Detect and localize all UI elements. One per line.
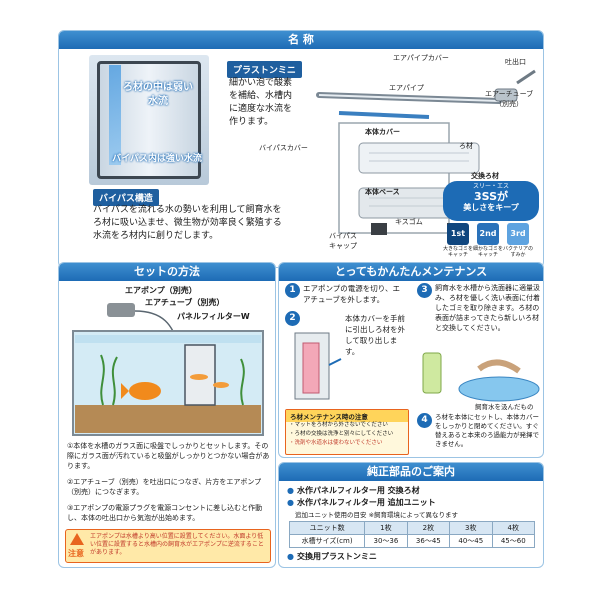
- aquarium-illustration: [72, 303, 264, 436]
- flow-arrows: [109, 65, 121, 165]
- callout-air-tube: エアーチューブ: [485, 90, 534, 98]
- setup-panel-filter-label: パネルフィルターW: [177, 312, 250, 321]
- maint-step-3: 飼育水を水槽から洗面器に適量汲み、ろ材を優しく洗い表面に付着したゴミを取り除きま…: [435, 284, 540, 332]
- sss-badge: スリー・エス 3SSが 美しさをキープ: [443, 181, 539, 221]
- parts-note: 追加ユニット使用の目安 ※飼育環境によって異なります: [295, 511, 458, 519]
- small-fish-icon: [190, 374, 208, 380]
- callout-air-pipe-cover: エアパイプカバー: [393, 54, 449, 62]
- maint-warning-title: ろ材メンテナンス時の注意: [286, 410, 408, 422]
- air-pump-icon: [107, 303, 135, 317]
- maintenance-title: とってもかんたんメンテナンス: [279, 263, 543, 281]
- parts-section: 純正部品のご案内 水作パネルフィルター用 交換ろ材 水作パネルフィルター用 追加…: [278, 462, 544, 568]
- table-cell: 4枚: [491, 521, 535, 535]
- basin-icon: [458, 376, 540, 402]
- callout-bypass-cap: バイパスキャップ: [329, 232, 357, 250]
- caution-text: エアポンプは水槽より高い位置に設置してください。水面より低い位置に設置すると水槽…: [90, 533, 264, 556]
- sss-cap-1: 大きなゴミをキャッチ: [442, 246, 473, 258]
- callout-replace-media: 交換ろ材: [471, 172, 499, 180]
- setup-air-pump-label: エアポンプ（別売）: [125, 286, 197, 295]
- name-section-title: 名 称: [59, 31, 543, 49]
- maintenance-section: とってもかんたんメンテナンス 1 エアポンプの電源を切り、エアチューブを外します…: [278, 262, 544, 458]
- parts-table: ユニット数 1枚 2枚 3枚 4枚 水槽サイズ(cm) 30〜36 36〜45 …: [288, 521, 535, 548]
- filter-removal-illustration: [294, 332, 342, 400]
- parts-item-2: 水作パネルフィルター用 追加ユニット: [287, 497, 436, 508]
- parts-table-head: ユニット数 1枚 2枚 3枚 4枚: [288, 521, 535, 535]
- washing-illustration: [422, 352, 540, 402]
- flow-label-strong: バイパス内は強い水流: [112, 154, 202, 164]
- gravel-icon: [75, 405, 261, 433]
- sss-title: 3SSが: [473, 190, 508, 203]
- setup-step-2: ②エアチューブ（別売）を吐出口につなぎ、片方をエアポンプ（別売）につなぎます。: [67, 478, 262, 496]
- maint-step-4: ろ材を本体にセットし、本体カバーをしっかりと閉めてください。すぐ替えあると本来の…: [435, 413, 539, 448]
- bottle-icon: [422, 352, 442, 394]
- bypass-text: バイパスを流れる水の勢いを利用して飼育水をろ材に吸い込ませ、微生物が効率良く繁殖…: [93, 205, 282, 241]
- callout-body-cover: 本体カバー: [365, 128, 400, 136]
- caution-box: 注意 エアポンプは水槽より高い位置に設置してください。水面より低い位置に設置する…: [65, 529, 271, 563]
- air-pipe-icon: [316, 92, 502, 119]
- table-cell: 45〜60: [491, 534, 535, 548]
- flow-label-weak: ろ材の中は弱い水流: [123, 82, 193, 107]
- maint-step-4-number: 4: [417, 413, 432, 428]
- sss-step-3: 3rd: [507, 223, 529, 245]
- caution-label: 注意: [68, 549, 84, 558]
- maint-warning-box: ろ材メンテナンス時の注意 ・マットをろ材から外さないでください ・ろ材の交換は洗…: [285, 409, 409, 455]
- parts-item-3: 交換用プラストンミニ: [287, 551, 377, 562]
- maint-step-1-number: 1: [285, 283, 300, 298]
- table-cell: 水槽サイズ(cm): [288, 534, 366, 548]
- maint-warning-line-2: ・ろ材の交換は洗浄と別々にしてください: [289, 431, 394, 437]
- plast-title: プラストンミニ: [227, 61, 302, 78]
- name-section: 名 称 ろ材の中は弱い水流 バイパス内は強い水流 バイパス構造 バイパスを流れる…: [58, 30, 544, 268]
- maint-warning-line-1: ・マットをろ材から外さないでください: [289, 422, 388, 428]
- parts-title: 純正部品のご案内: [279, 463, 543, 481]
- table-cell: 30〜36: [364, 534, 408, 548]
- bucket-label: 飼育水を汲んだもの: [475, 403, 534, 411]
- callout-air-tube-note: （別売）: [495, 100, 523, 108]
- table-cell: 1枚: [364, 521, 408, 535]
- caution-icon: [70, 533, 84, 545]
- setup-title: セットの方法: [59, 263, 275, 281]
- maint-step-2-number: 2: [285, 311, 300, 326]
- sss-small: スリー・エス: [472, 183, 509, 190]
- maint-step-1: エアポンプの電源を切り、エアチューブを外します。: [303, 284, 400, 304]
- table-cell: 40〜45: [449, 534, 493, 548]
- table-cell: ユニット数: [288, 521, 366, 535]
- bypass-photo: ろ材の中は弱い水流 バイパス内は強い水流: [89, 55, 209, 185]
- maint-step-3-number: 3: [417, 283, 432, 298]
- sss-step-1: 1st: [447, 223, 469, 245]
- parts-table-row: 水槽サイズ(cm) 30〜36 36〜45 40〜45 45〜60: [288, 534, 535, 548]
- setup-air-tube-label: エアチューブ（別売）: [145, 298, 225, 307]
- sss-subtitle: 美しさをキープ: [463, 203, 519, 212]
- bypass-title: バイパス構造: [93, 189, 159, 206]
- callout-filter-media: ろ材: [459, 142, 473, 150]
- callout-air-pipe: エアパイプ: [389, 84, 424, 92]
- sss-cap-2: 細かなゴミをキャッチ: [472, 246, 503, 258]
- callout-body-base: 本体ベース: [365, 188, 400, 196]
- sss-step-2: 2nd: [477, 223, 499, 245]
- setup-step-3: ③エアポンプの電源プラグを電源コンセントに差し込むと作動し、本体の吐出口から気泡…: [67, 504, 263, 522]
- maint-step-2: 本体カバーを手前に引出しろ材を外して取り出します。: [345, 314, 405, 356]
- setup-step-1: ①本体を水槽のガラス面に吸盤でしっかりとセットします。その際にガラス面が汚れてい…: [67, 442, 270, 470]
- parts-item-1: 水作パネルフィルター用 交換ろ材: [287, 485, 420, 496]
- maint-warning-line-3: ・洗剤や水道水は使わないでください: [289, 440, 383, 446]
- table-cell: 36〜45: [406, 534, 451, 548]
- outlet-icon: [494, 69, 536, 102]
- table-cell: 2枚: [406, 521, 451, 535]
- callout-bypass-cover: バイパスカバー: [259, 144, 308, 152]
- callout-outlet: 吐出口: [505, 58, 526, 66]
- plast-text: 細かい泡で酸素を補給、水槽内に適度な水流を作ります。: [229, 78, 293, 127]
- goldfish-icon: [129, 382, 161, 400]
- sss-cap-3: バクテリアのすみか: [502, 246, 533, 258]
- callout-kisugomu: キスゴム: [395, 218, 423, 226]
- table-cell: 3枚: [449, 521, 493, 535]
- setup-section: セットの方法 エアポンプ（別売） エアチューブ（別売） パネルフィルターW ①本…: [58, 262, 276, 568]
